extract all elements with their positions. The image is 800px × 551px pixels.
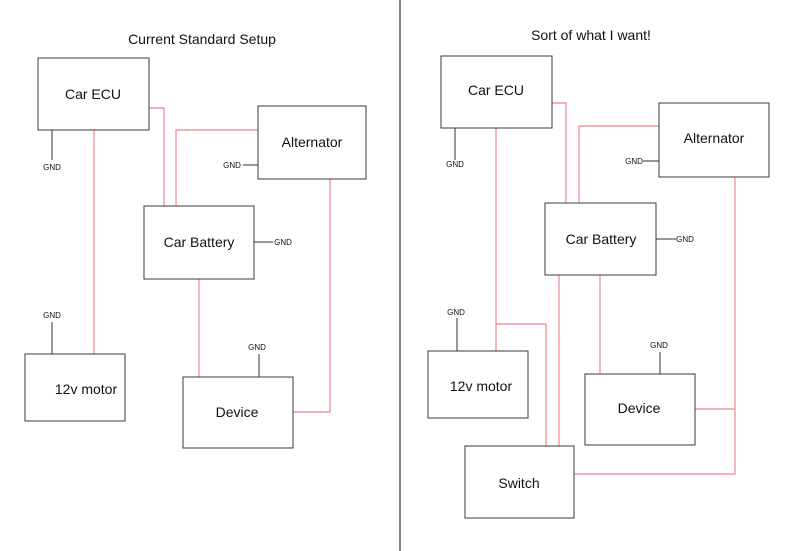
left-wire-ecu-battery — [149, 107, 165, 206]
left-gnd-label-ecu: GND — [43, 163, 61, 172]
left-alternator-box — [257, 105, 367, 180]
left-wire-alternator-device — [293, 179, 331, 413]
right-motor-box — [427, 350, 529, 419]
left-car-battery-label: Car Battery — [164, 234, 235, 250]
left-gnd-label-device: GND — [248, 343, 266, 352]
left-alternator-label: Alternator — [282, 134, 343, 150]
left-gnd-label-battery: GND — [274, 238, 292, 247]
right-gnd-label-alternator: GND — [625, 157, 643, 166]
right-alternator-label: Alternator — [684, 130, 745, 146]
right-wire-ecu-battery — [552, 102, 567, 203]
left-motor-box — [24, 353, 126, 422]
right-wire-alternator-battery — [578, 125, 659, 203]
right-device-label: Device — [618, 400, 661, 416]
left-device-box — [182, 376, 294, 449]
left-gnd-label-alternator: GND — [223, 161, 241, 170]
right-wire-ecu-switch — [496, 323, 547, 446]
right-alternator-box — [658, 102, 770, 178]
right-motor-label: 12v motor — [450, 378, 513, 394]
left-car-battery-box — [143, 205, 255, 280]
right-switch-label: Switch — [498, 475, 539, 491]
left-wire-alternator-battery — [175, 129, 258, 206]
left-car-ecu-box — [37, 57, 150, 131]
right-car-ecu-label: Car ECU — [468, 82, 524, 98]
right-car-battery-label: Car Battery — [566, 231, 637, 247]
right-switch-box — [464, 445, 575, 519]
left-panel: Current Standard Setup Car ECU Alternato… — [24, 31, 367, 449]
right-gnd-label-motor: GND — [447, 308, 465, 317]
left-device-label: Device — [216, 404, 259, 420]
right-gnd-label-device: GND — [650, 341, 668, 350]
left-car-ecu-label: Car ECU — [65, 86, 121, 102]
right-car-battery-box — [544, 202, 657, 276]
right-device-box — [584, 373, 696, 446]
right-wire-alternator-switch — [574, 177, 736, 475]
right-car-ecu-box — [440, 55, 553, 129]
right-title: Sort of what I want! — [531, 27, 651, 43]
right-gnd-label-ecu: GND — [446, 160, 464, 169]
left-motor-label: 12v motor — [55, 381, 118, 397]
left-gnd-label-motor: GND — [43, 311, 61, 320]
right-gnd-label-battery: GND — [676, 235, 694, 244]
left-title: Current Standard Setup — [128, 31, 276, 47]
right-panel: Sort of what I want! Car ECU Alternator … — [427, 27, 770, 519]
